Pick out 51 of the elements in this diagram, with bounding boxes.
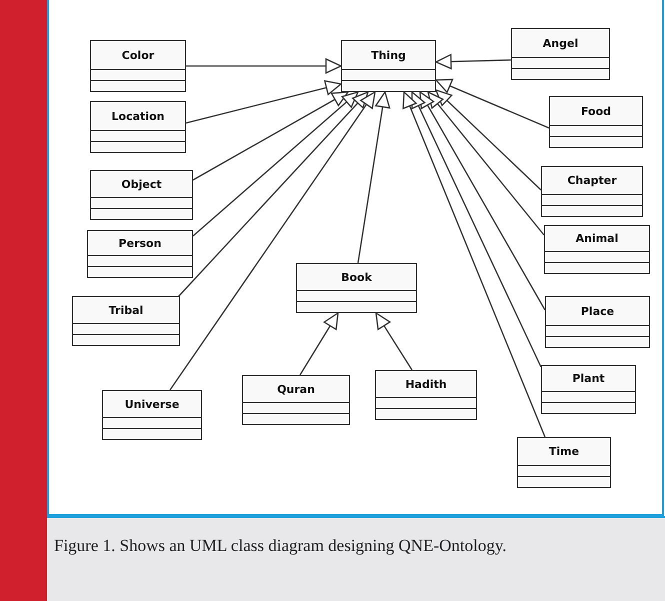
class-box <box>545 296 650 348</box>
class-box <box>375 370 477 420</box>
generalization-arrow <box>192 91 349 181</box>
class-name: Food <box>580 104 612 120</box>
class-box <box>541 365 636 414</box>
class-box <box>541 166 643 217</box>
class-box <box>90 40 186 92</box>
class-box <box>549 96 643 148</box>
class-name: Thing <box>370 48 407 64</box>
class-name: Angel <box>542 36 580 52</box>
class-box <box>341 40 436 92</box>
class-name: Hadith <box>404 376 448 392</box>
generalization-arrow <box>435 89 542 190</box>
class-name: Color <box>120 48 156 64</box>
generalization-arrow <box>357 91 390 264</box>
class-box <box>72 296 180 346</box>
class-name: Time <box>548 444 580 460</box>
generalization-arrow <box>411 91 542 368</box>
generalization-arrow <box>186 80 342 124</box>
class-name: Animal <box>574 231 620 247</box>
generalization-arrow <box>435 78 550 129</box>
class-box <box>102 390 202 440</box>
class-name: Object <box>120 176 163 192</box>
class-name: Quran <box>276 382 316 398</box>
class-name: Book <box>340 270 373 286</box>
generalization-arrow <box>435 54 512 70</box>
class-box <box>87 230 193 278</box>
class-name: Universe <box>124 396 180 412</box>
class-name: Plant <box>571 371 606 387</box>
class-name: Tribal <box>108 302 144 318</box>
generalization-arrow <box>375 312 413 370</box>
class-name: Person <box>118 236 162 252</box>
class-name: Location <box>110 108 166 124</box>
generalization-arrow <box>427 91 544 236</box>
class-box <box>242 375 350 425</box>
class-box <box>544 225 650 274</box>
figure-caption: Figure 1. Shows an UML class diagram designing QNE-Ontology. <box>54 535 508 557</box>
class-box <box>296 263 417 313</box>
class-box <box>90 101 186 153</box>
generalization-arrow <box>419 91 546 310</box>
generalization-arrow <box>192 91 359 236</box>
class-box <box>511 28 610 80</box>
generalization-arrow <box>299 312 339 376</box>
class-box <box>517 437 611 488</box>
generalization-arrow <box>178 91 369 298</box>
generalization-arrow <box>169 91 376 390</box>
class-name: Chapter <box>566 173 618 189</box>
generalization-arrow <box>186 58 342 74</box>
class-box <box>90 170 193 220</box>
class-name: Place <box>580 304 616 320</box>
generalization-arrow <box>402 91 546 438</box>
